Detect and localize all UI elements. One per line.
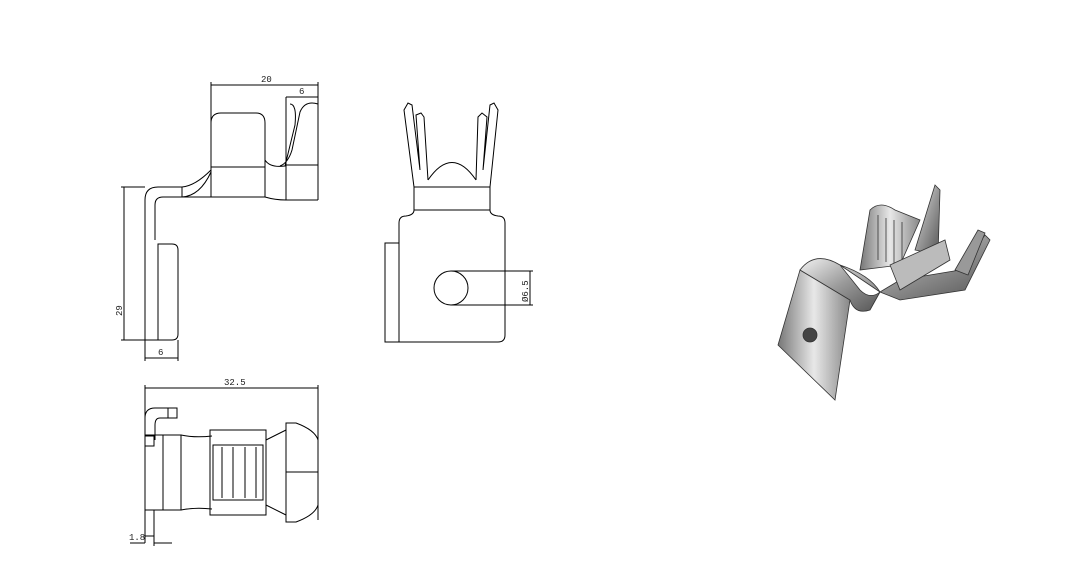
top-view: 32.5 1.8 [129, 378, 319, 546]
dim-width: 20 [261, 75, 272, 85]
front-view: Ø6.5 [384, 102, 533, 343]
dim-hole: Ø6.5 [521, 280, 531, 302]
dim-leg: 6 [158, 348, 163, 358]
dim-thickness: 1.8 [129, 533, 145, 543]
mounting-hole [433, 270, 469, 306]
dim-length: 32.5 [224, 378, 246, 388]
dim-height: 29 [115, 305, 125, 316]
isometric-render [777, 184, 991, 401]
side-view: 20 6 29 6 [115, 75, 319, 361]
dim-fork: 6 [299, 87, 304, 97]
